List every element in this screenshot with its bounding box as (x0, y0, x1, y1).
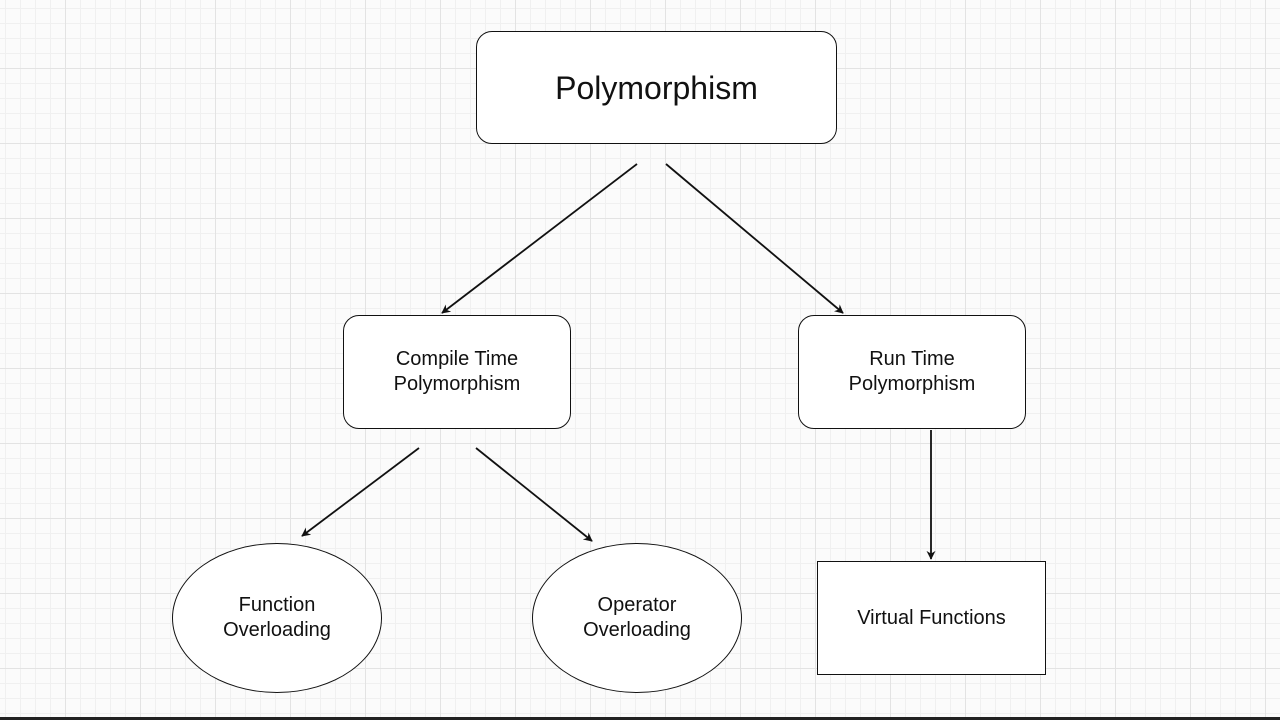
edge-root-to-compile-time (441, 163, 638, 314)
node-operator-overloading: Operator Overloading (532, 543, 742, 693)
node-polymorphism: Polymorphism (476, 31, 837, 144)
edge-compile-time-to-operator-overloading (475, 447, 593, 542)
edge-compile-time-to-function-overloading (301, 447, 420, 537)
bottom-border (0, 717, 1280, 720)
node-run-time-polymorphism: Run Time Polymorphism (798, 315, 1026, 429)
node-virtual-functions: Virtual Functions (817, 561, 1046, 675)
node-compile-time-polymorphism: Compile Time Polymorphism (343, 315, 571, 429)
node-function-overloading: Function Overloading (172, 543, 382, 693)
edge-root-to-run-time (665, 163, 844, 314)
